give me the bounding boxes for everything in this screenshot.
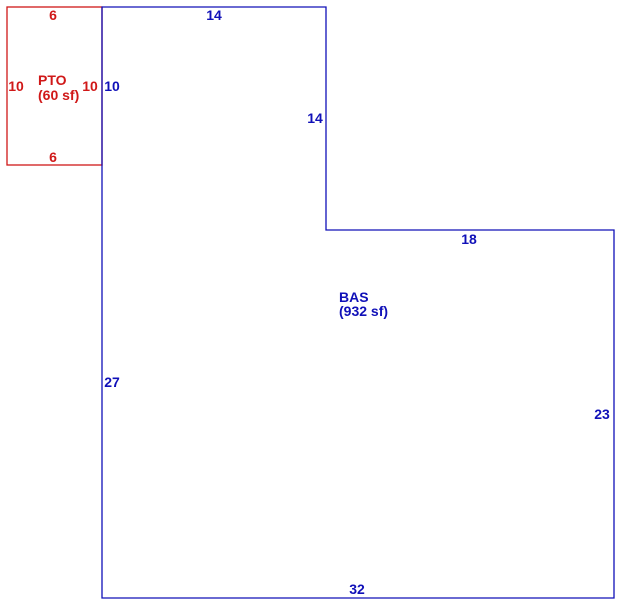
bas-area-label: (932 sf) [339, 303, 388, 319]
bas-dim-step: 18 [461, 231, 477, 247]
pto-dim-left: 10 [8, 78, 24, 94]
bas-area: 14 14 18 23 32 27 10 BAS (932 sf) [101, 6, 615, 599]
bas-dim-upper-right: 14 [307, 110, 323, 126]
pto-area-label: (60 sf) [38, 87, 79, 103]
bas-outline [101, 6, 615, 599]
pto-area: 6 6 10 10 PTO (60 sf) [6, 6, 103, 166]
pto-dim-right: 10 [82, 78, 98, 94]
bas-dim-left-upper: 10 [104, 78, 120, 94]
bas-dim-top: 14 [206, 7, 222, 23]
bas-code-label: BAS [339, 289, 369, 305]
bas-dim-bottom: 32 [349, 581, 365, 597]
pto-code-label: PTO [38, 72, 67, 88]
pto-dim-bottom: 6 [49, 149, 57, 165]
pto-dim-top: 6 [49, 7, 57, 23]
bas-dim-left: 27 [104, 374, 120, 390]
bas-dim-right: 23 [594, 406, 610, 422]
